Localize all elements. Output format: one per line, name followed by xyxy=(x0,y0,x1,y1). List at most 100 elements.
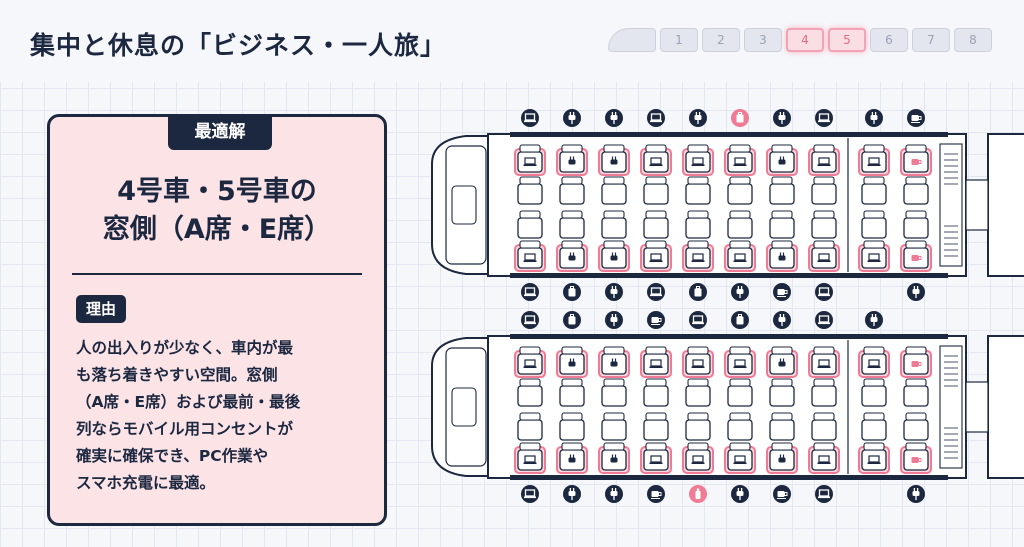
laptop-screen xyxy=(650,113,662,121)
cab-console xyxy=(451,387,477,427)
vestibule xyxy=(939,143,963,267)
reason-line: （A席・E席）および最前・最後 xyxy=(76,393,301,411)
laptop-seat-mark xyxy=(733,359,747,368)
window-band-top xyxy=(510,334,948,339)
seat-back xyxy=(687,210,709,219)
seat-cushion xyxy=(811,353,837,375)
plug-seat-mark xyxy=(568,454,576,463)
seat-cushion xyxy=(727,419,753,441)
seat xyxy=(517,412,543,441)
seat xyxy=(903,176,929,205)
laptop-icon xyxy=(524,113,536,123)
seat-cushion xyxy=(861,151,887,173)
luggage-icon xyxy=(736,314,744,325)
cup-handle xyxy=(658,318,662,322)
seat xyxy=(682,144,714,176)
seat-cushion xyxy=(811,419,837,441)
seat-back xyxy=(519,240,541,249)
mark-base xyxy=(733,366,747,368)
cup-seat-mark xyxy=(911,361,922,367)
plug-icon xyxy=(912,286,920,298)
mark-screen xyxy=(868,157,880,165)
car-number-8: 8 xyxy=(954,28,992,52)
plug-body xyxy=(610,317,618,322)
plug-seat-mark xyxy=(778,454,786,463)
seat xyxy=(766,346,798,378)
car-number-5: 5 xyxy=(828,28,866,52)
seat-back xyxy=(687,346,709,355)
laptop-screen xyxy=(818,113,830,121)
seat-cushion xyxy=(517,183,543,205)
laptop-icon xyxy=(524,489,536,499)
seat-back xyxy=(561,378,583,387)
seat-cushion xyxy=(685,419,711,441)
mark-base xyxy=(691,164,705,166)
seat xyxy=(640,346,672,378)
seat-back xyxy=(645,240,667,249)
amenity-badge xyxy=(521,311,539,329)
seat-cushion xyxy=(517,385,543,407)
seat-back xyxy=(771,412,793,421)
amenity-badge xyxy=(521,109,539,127)
mark-plug xyxy=(610,457,618,463)
seat xyxy=(903,378,929,407)
mark-handle xyxy=(918,160,922,164)
plug-body xyxy=(870,115,878,120)
amenity-badge xyxy=(521,485,539,503)
laptop-screen xyxy=(818,315,830,323)
seat-back xyxy=(561,144,583,153)
laptop-base xyxy=(818,322,830,325)
mark-screen xyxy=(818,455,830,463)
mark-screen xyxy=(734,157,746,165)
mark-plug xyxy=(568,457,576,463)
seat-cushion xyxy=(861,247,887,269)
laptop-icon xyxy=(524,315,536,325)
laptop-base xyxy=(818,496,830,499)
cup-handle xyxy=(784,290,788,294)
mark-screen xyxy=(692,157,704,165)
plug-icon xyxy=(610,112,618,124)
seat-back xyxy=(813,144,835,153)
seat xyxy=(900,144,932,176)
seat xyxy=(808,442,840,474)
train-car-4 xyxy=(431,109,1024,301)
laptop-seat-mark xyxy=(817,157,831,166)
mark-handle xyxy=(918,362,922,366)
cab-area xyxy=(445,145,487,265)
seat-back xyxy=(603,346,625,355)
car-number-4: 4 xyxy=(786,28,824,52)
seat-back xyxy=(729,346,751,355)
seat xyxy=(685,412,711,441)
seat-back xyxy=(771,378,793,387)
recommendation-card: 最適解 4号車・5号車の 窓側（A席・E席） 理由 人の出入りが少なく、車内が最… xyxy=(47,114,387,526)
mark-plug xyxy=(568,159,576,165)
seat-back xyxy=(729,412,751,421)
seat xyxy=(514,144,546,176)
seat xyxy=(724,144,756,176)
seat-cushion xyxy=(559,419,585,441)
laptop-base xyxy=(692,322,704,325)
luggage-body xyxy=(568,316,576,325)
reason-line: 列ならモバイル用コンセントが xyxy=(76,420,294,438)
card-tag: 最適解 xyxy=(168,114,272,150)
laptop-seat-mark xyxy=(733,253,747,262)
amenity-badge xyxy=(647,109,665,127)
mark-screen xyxy=(734,455,746,463)
seat xyxy=(517,210,543,239)
laptop-icon xyxy=(818,489,830,499)
plug-seat-mark xyxy=(610,454,618,463)
mark-screen xyxy=(692,359,704,367)
seat xyxy=(769,412,795,441)
mark-cup xyxy=(911,361,919,367)
cup-icon xyxy=(777,491,788,499)
gangway xyxy=(965,179,989,231)
mark-screen xyxy=(524,253,536,261)
cup-seat-mark xyxy=(911,457,922,463)
bottle-body xyxy=(695,491,701,499)
mark-base xyxy=(733,462,747,464)
seat xyxy=(858,144,890,176)
seat-cushion xyxy=(727,183,753,205)
laptop-base xyxy=(524,496,536,499)
mark-plug xyxy=(778,159,786,165)
mark-base xyxy=(817,164,831,166)
